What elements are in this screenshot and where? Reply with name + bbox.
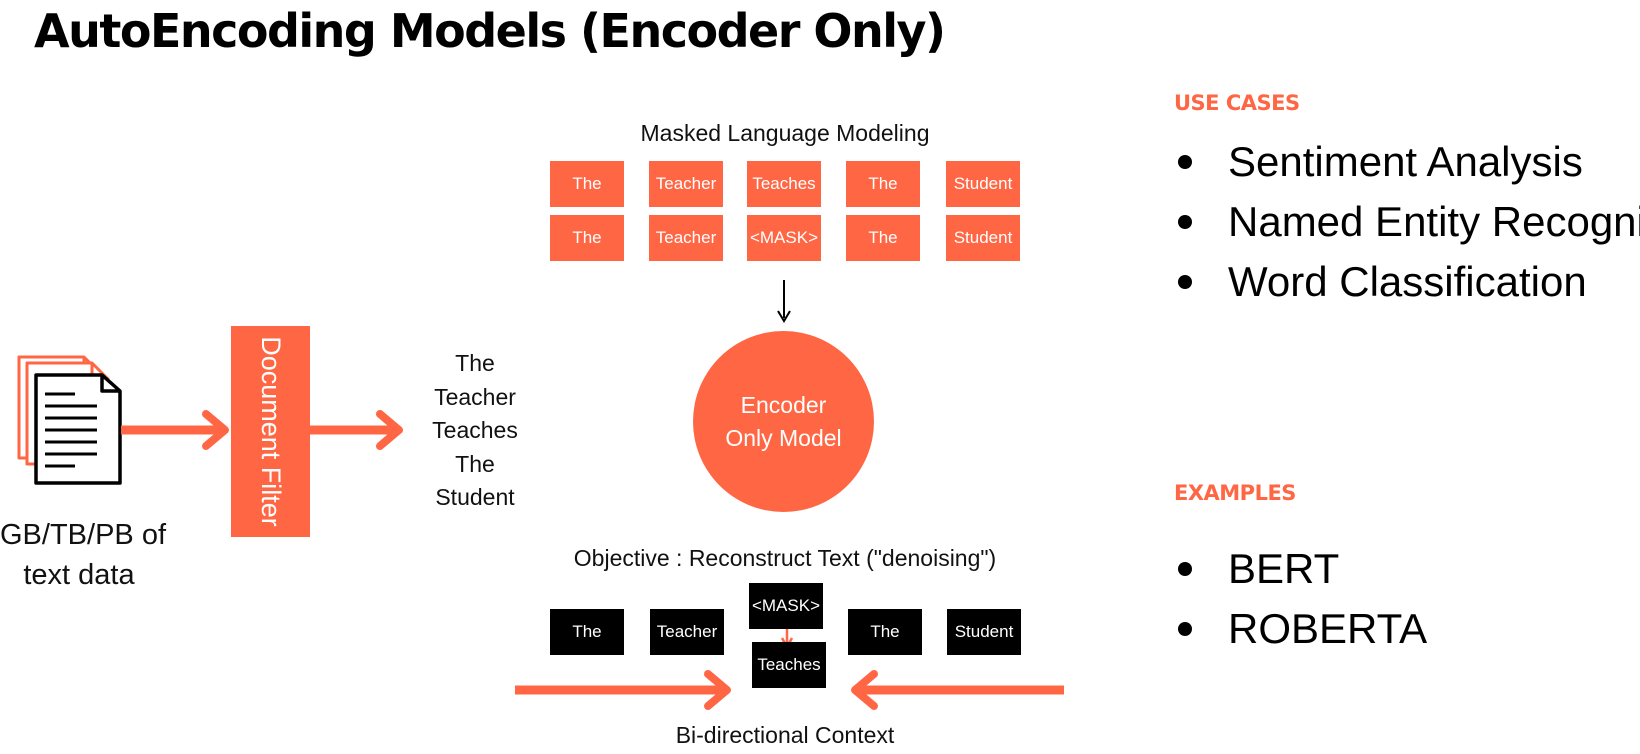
masked-token: <MASK> — [747, 215, 821, 261]
original-token: Teacher — [649, 161, 723, 207]
list-item: Word Classification — [1172, 252, 1640, 312]
masked-token: The — [550, 215, 624, 261]
output-token: The — [848, 609, 922, 655]
sentence-word: The — [455, 350, 495, 376]
sentence-word: Teacher — [434, 383, 516, 410]
bullet-icon — [1178, 275, 1192, 289]
use-case-text: Word Classification — [1228, 258, 1587, 305]
bullet-icon — [1178, 155, 1192, 169]
output-mask-token: <MASK> — [749, 583, 823, 629]
list-item: BERT — [1172, 539, 1427, 599]
use-case-text: Sentiment Analysis — [1228, 138, 1583, 185]
use-cases-heading: USE CASES — [1174, 91, 1300, 115]
mlm-label: Masked Language Modeling — [640, 120, 930, 146]
arrow-left-context — [515, 670, 731, 710]
use-case-text: Named Entity Recognition — [1228, 198, 1640, 245]
examples-list: BERT ROBERTA — [1172, 539, 1427, 659]
objective-label: Objective : Reconstruct Text ("denoising… — [573, 545, 997, 571]
bullet-icon — [1178, 215, 1192, 229]
list-item: Sentiment Analysis — [1172, 132, 1640, 192]
page-title: AutoEncoding Models (Encoder Only) — [34, 4, 946, 58]
output-token: The — [550, 609, 624, 655]
document-stack-icon — [17, 355, 122, 485]
input-sentence: The Teacher Teaches The Student — [420, 347, 530, 515]
sentence-word: The — [455, 450, 495, 477]
masked-token: Student — [946, 215, 1020, 261]
sentence-word: Teaches — [432, 417, 518, 443]
original-token: The — [846, 161, 920, 207]
arrow-down-to-encoder — [777, 280, 791, 323]
original-token: Student — [946, 161, 1020, 207]
arrow-to-sentence — [310, 410, 403, 450]
output-token: Teacher — [650, 609, 724, 655]
reconstructed-token: Teaches — [752, 642, 826, 688]
arrow-to-filter — [121, 410, 229, 450]
output-token: Student — [947, 609, 1021, 655]
document-filter-box: Document Filter — [231, 326, 310, 537]
list-item: Named Entity Recognition — [1172, 192, 1640, 252]
example-text: BERT — [1228, 545, 1340, 592]
example-text: ROBERTA — [1228, 605, 1428, 652]
sentence-word: Student — [435, 484, 515, 510]
bullet-icon — [1178, 562, 1192, 576]
bidirectional-context-label: Bi-directional Context — [675, 722, 895, 748]
masked-token: Teacher — [649, 215, 723, 261]
encoder-label-line1: Encoder — [740, 391, 827, 418]
masked-token: The — [846, 215, 920, 261]
original-token: The — [550, 161, 624, 207]
encoder-label-line2: Only Model — [725, 424, 842, 451]
arrow-right-context — [851, 670, 1064, 710]
data-label-line2: text data — [23, 559, 135, 591]
list-item: ROBERTA — [1172, 599, 1427, 659]
encoder-only-model: Encoder Only Model — [693, 331, 874, 512]
data-volume-label: GB/TB/PB of text data — [0, 515, 166, 595]
document-filter-label: Document Filter — [256, 336, 286, 527]
bullet-icon — [1178, 622, 1192, 636]
data-label-line1: GB/TB/PB of — [0, 519, 166, 551]
original-token: Teaches — [747, 161, 821, 207]
examples-heading: EXAMPLES — [1174, 481, 1296, 505]
use-cases-list: Sentiment Analysis Named Entity Recognit… — [1172, 132, 1640, 312]
